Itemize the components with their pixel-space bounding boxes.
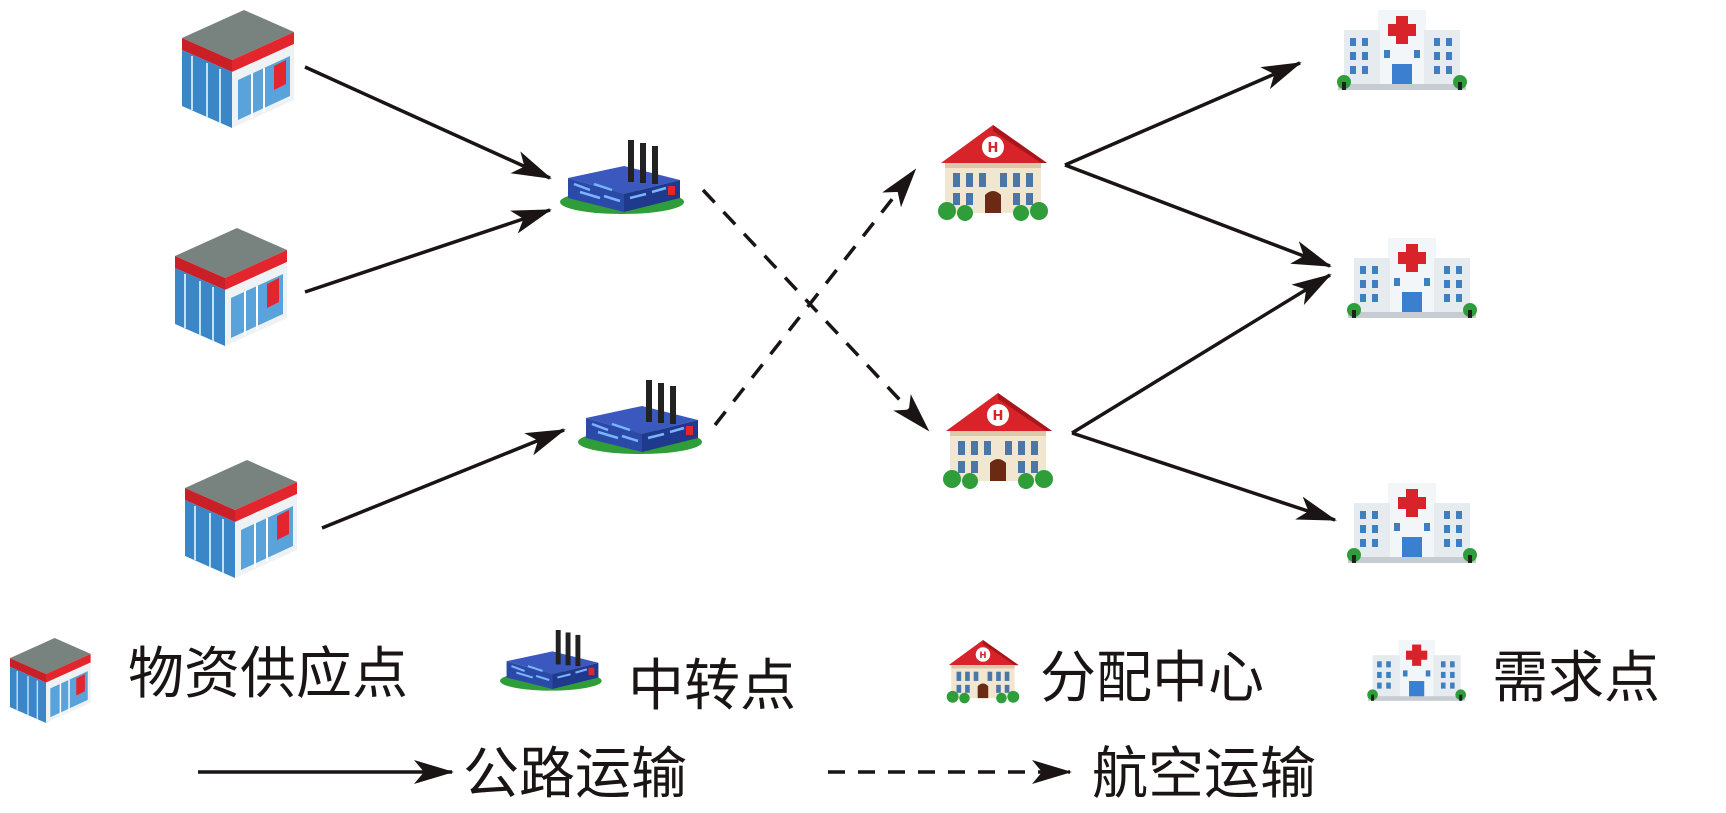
- post-office-icon: [174, 227, 288, 347]
- legend-demand: 需求点: [1367, 640, 1660, 711]
- legend-supply: 物资供应点: [9, 637, 408, 724]
- post-office-icon: [9, 637, 92, 724]
- legend-transfer: 中转点: [498, 628, 796, 719]
- hospital-icon: [1347, 238, 1477, 318]
- legend: 物资供应点 中转点 分配中心 需求点 公路运输 航空运输: [9, 628, 1660, 807]
- air-edge-transfer1-dist2: [701, 188, 930, 432]
- legend-demand-label: 需求点: [1492, 646, 1660, 711]
- air-edge-transfer2-dist1: [713, 168, 917, 427]
- post-office-icon: [181, 9, 295, 129]
- hospital-icon: [1347, 483, 1477, 563]
- factory-icon: [576, 378, 704, 456]
- distribution-building-icon: [946, 640, 1020, 704]
- hospital-icon: [1367, 640, 1467, 701]
- road-edge-dist2-demand3: [1071, 431, 1337, 522]
- distribution-building-icon: [938, 125, 1048, 221]
- distribution-building-icon: [943, 393, 1053, 489]
- factory-icon: [498, 628, 603, 692]
- legend-road: 公路运输: [198, 742, 687, 807]
- legend-distribution: 分配中心: [946, 640, 1264, 711]
- legend-air-label: 航空运输: [1092, 742, 1316, 807]
- road-edge-dist2-demand2: [1071, 273, 1332, 435]
- factory-icon: [558, 138, 686, 216]
- road-edge-dist1-demand1: [1064, 61, 1302, 167]
- distribution-centers: [938, 125, 1053, 489]
- hospital-icon: [1337, 10, 1467, 90]
- legend-supply-label: 物资供应点: [128, 642, 408, 707]
- post-office-icon: [184, 459, 298, 579]
- legend-distribution-label: 分配中心: [1040, 646, 1264, 711]
- road-edge-supply2-transfer1: [304, 208, 552, 294]
- edges: [304, 61, 1337, 530]
- legend-transfer-label: 中转点: [628, 654, 796, 719]
- transfer-points: [558, 138, 704, 456]
- legend-air: 航空运输: [828, 742, 1316, 807]
- supply-points: [174, 9, 298, 579]
- demand-points: [1337, 10, 1477, 563]
- legend-road-label: 公路运输: [463, 742, 687, 807]
- road-edge-supply3-transfer2: [321, 428, 566, 530]
- road-edge-dist1-demand2: [1064, 163, 1332, 268]
- road-edge-supply1-transfer1: [304, 65, 552, 180]
